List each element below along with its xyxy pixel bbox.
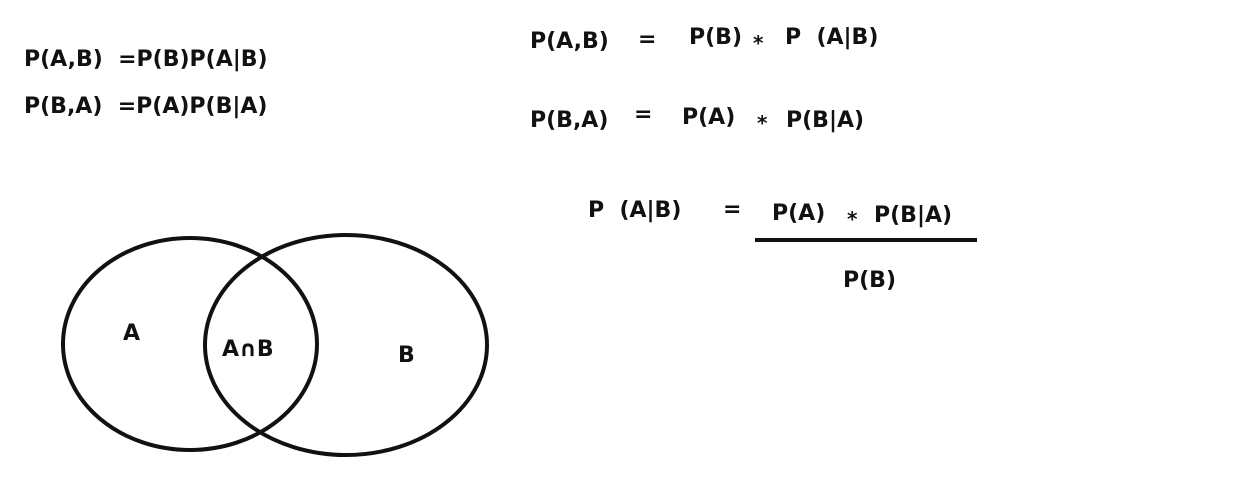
bayes-equals: = bbox=[723, 197, 742, 222]
fraction-bar bbox=[755, 238, 977, 242]
set-b-circle bbox=[203, 233, 489, 457]
set-b-label: B bbox=[398, 343, 415, 368]
set-a-circle bbox=[61, 236, 319, 452]
row1-equals: = bbox=[638, 27, 657, 52]
joint-ab-equation: P(A,B) =P(B)P(A|B) bbox=[24, 47, 268, 72]
bayes-numerator-term2: P(B|A) bbox=[874, 203, 953, 228]
row2-term2: P(B|A) bbox=[786, 108, 865, 133]
row2-multiply: * bbox=[757, 111, 768, 135]
bayes-denominator: P(B) bbox=[843, 268, 897, 293]
intersection-label: A∩B bbox=[222, 337, 274, 362]
row2-equals: = bbox=[634, 102, 653, 127]
row1-lhs: P(A,B) bbox=[530, 29, 609, 54]
row1-multiply: * bbox=[753, 31, 764, 55]
bayes-numerator-term1: P(A) bbox=[772, 201, 826, 226]
row2-lhs: P(B,A) bbox=[530, 108, 609, 133]
set-a-label: A bbox=[123, 321, 141, 346]
row2-term1: P(A) bbox=[682, 105, 736, 130]
row1-term1: P(B) bbox=[689, 25, 743, 50]
bayes-numerator-multiply: * bbox=[847, 207, 858, 231]
bayes-lhs: P (A|B) bbox=[588, 198, 682, 223]
joint-ba-equation: P(B,A) =P(A)P(B|A) bbox=[24, 94, 268, 119]
row1-term2: P (A|B) bbox=[785, 25, 879, 50]
